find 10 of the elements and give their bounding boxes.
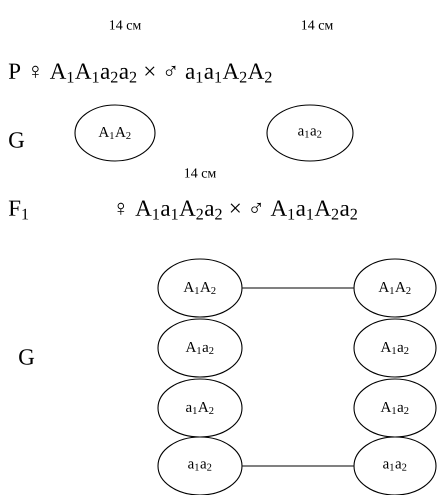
text-label: 14 см [110, 20, 141, 30]
text-label: P ♀ A$_{1}$A$_{1}$a$_{2}$a$_{2}$ × ♂ a$_{1}$a$_{1}$A$_{2}$A$_{2}$ [8, 64, 272, 82]
text-label: ♀ A$_{1}$a$_{1}$A$_{2}$a$_{2}$ × ♂ A$_{1}$a$_{1}$A$_{2}$a$_{2}$ [118, 200, 357, 220]
connector-line [242, 465, 354, 467]
text-label: F$_{1}$ [8, 200, 28, 220]
connector-line [242, 287, 354, 289]
text-label: 14 см [184, 168, 216, 178]
text-label: 14 см [302, 20, 333, 30]
text-label: G [19, 349, 34, 365]
text-label: G [9, 132, 24, 148]
